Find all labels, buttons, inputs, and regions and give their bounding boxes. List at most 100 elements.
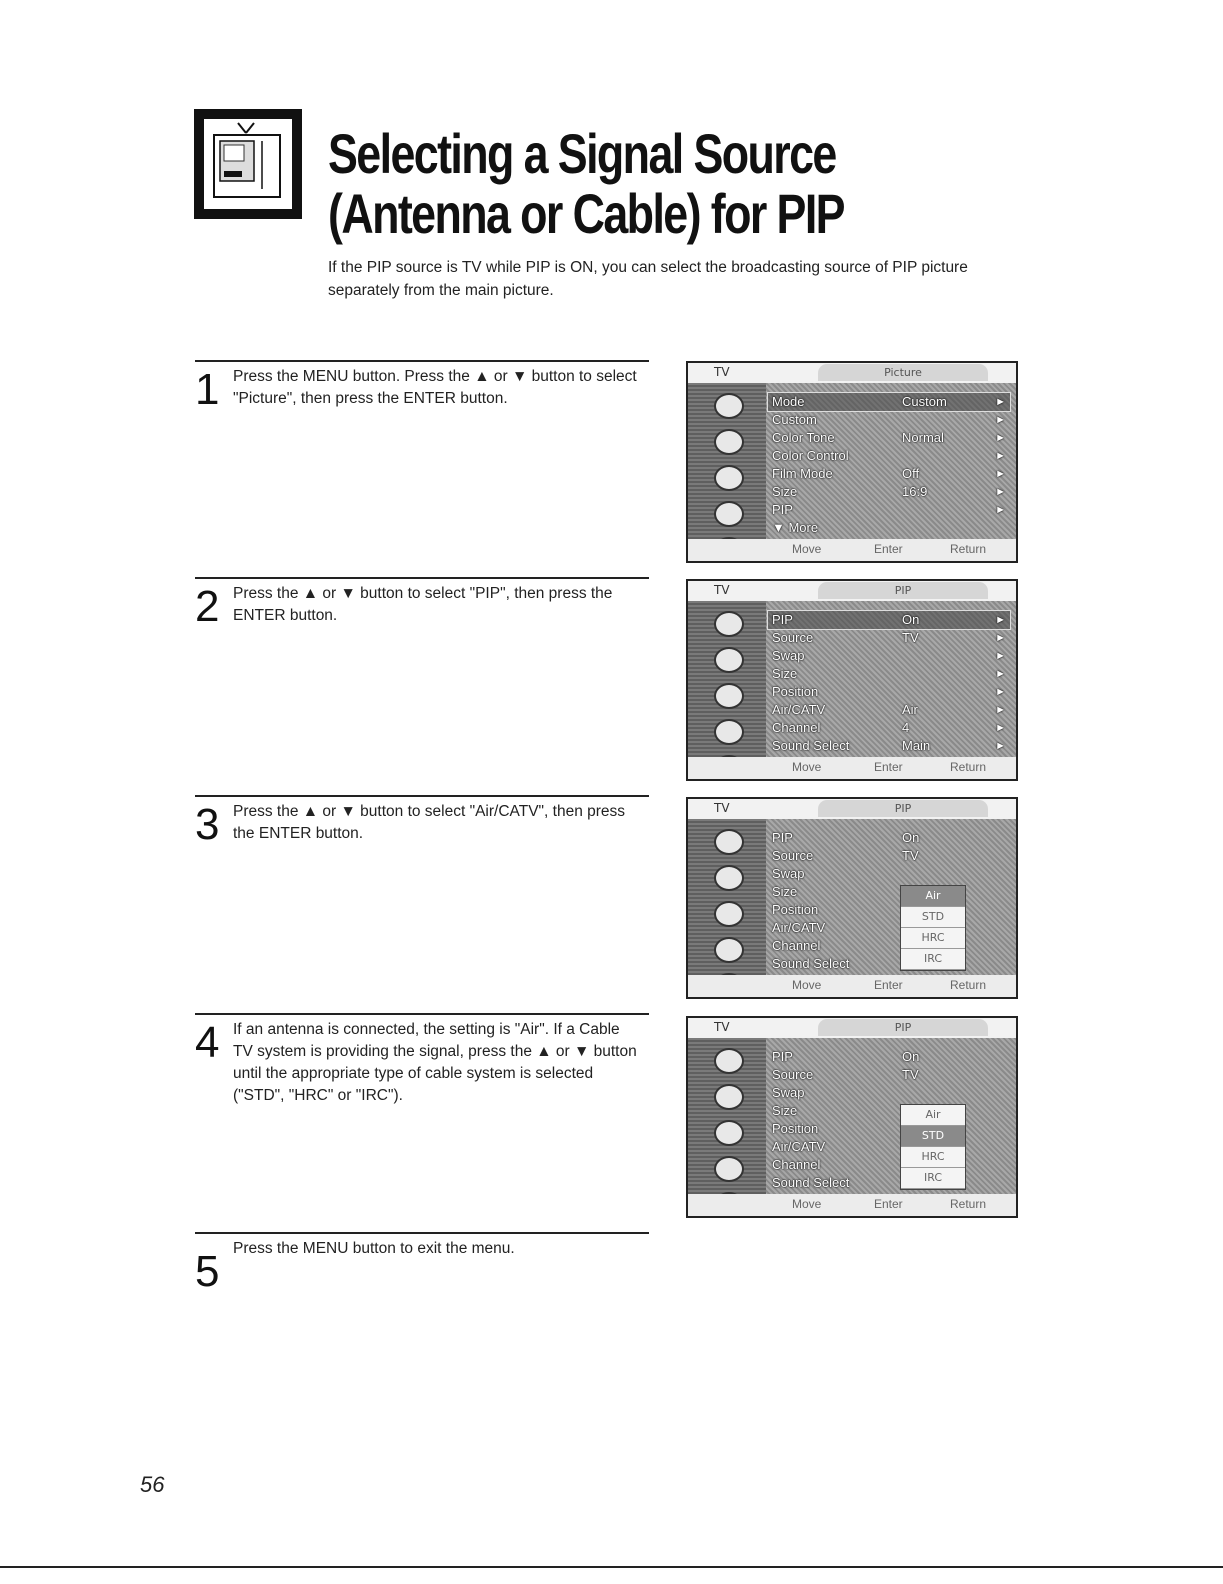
osd-item-label: Position	[772, 684, 819, 699]
step-3: 3 Press the ▲ or ▼ button to select "Air…	[195, 795, 649, 977]
osd-menu-item[interactable]: Sound Select	[768, 955, 1010, 973]
osd-item-value: TV	[902, 1067, 919, 1082]
osd-enter-hint: Enter	[874, 760, 903, 774]
tv-icon-drawing	[213, 122, 281, 198]
sound-icon	[714, 465, 744, 491]
osd-menu-item[interactable]: Custom►	[768, 411, 1010, 429]
osd-side-menu	[688, 1038, 766, 1216]
osd-header: TV PIP	[688, 581, 1016, 601]
osd-menu-item[interactable]: Air/CATV Air ►	[768, 701, 1010, 719]
osd-item-label: Sound Select	[772, 1175, 850, 1190]
osd-side-menu	[688, 601, 766, 779]
dropdown-option[interactable]: STD	[901, 907, 965, 928]
osd-menu-item[interactable]: PIP►	[768, 501, 1010, 519]
osd-item-value: On	[902, 612, 920, 627]
osd-item-label: Swap	[772, 1085, 805, 1100]
step-number: 5	[195, 1247, 220, 1296]
osd-tv-label: TV	[714, 1020, 730, 1034]
osd-menu-item[interactable]: Color Control►	[768, 447, 1010, 465]
dropdown-option[interactable]: Air	[901, 1105, 965, 1126]
osd-item-label: Color Control	[772, 448, 849, 463]
osd-menu-item[interactable]: Sound Select	[768, 1174, 1010, 1192]
arrow-right-icon: ►	[995, 650, 1006, 662]
channel-icon	[714, 719, 744, 745]
osd-item-label: Sound Select	[772, 738, 850, 753]
dropdown-option[interactable]: STD	[901, 1126, 965, 1147]
osd-item-label: Channel	[772, 720, 821, 735]
arrow-right-icon: ►	[995, 686, 1006, 698]
osd-menu-item[interactable]: Channel	[768, 1156, 1010, 1174]
step-1: 1 Press the MENU button. Press the ▲ or …	[195, 360, 649, 542]
osd-return-hint: Return	[950, 978, 987, 992]
osd-menu-item[interactable]: Size	[768, 883, 1010, 901]
osd-footer: Move Enter Return	[688, 1194, 1016, 1216]
osd-item-label: Source	[772, 630, 814, 645]
tv-pip-icon	[194, 109, 302, 219]
osd-menu-item[interactable]: Position	[768, 901, 1010, 919]
step-4: 4 If an antenna is connected, the settin…	[195, 1013, 649, 1195]
picture-icon	[714, 429, 744, 455]
step-text: Press the MENU button to exit the menu.	[233, 1240, 515, 1257]
arrow-right-icon: ►	[995, 414, 1006, 426]
osd-menu-item[interactable]: Air/CATV	[768, 1138, 1010, 1156]
osd-item-value: TV	[902, 848, 919, 863]
osd-menu-item[interactable]: Channel	[768, 937, 1010, 955]
dropdown-option[interactable]: IRC	[901, 949, 965, 970]
input-icon	[714, 611, 744, 637]
step-number: 1	[195, 365, 220, 414]
osd-menu-item[interactable]: Swap	[768, 1084, 1010, 1102]
osd-side-menu	[688, 383, 766, 561]
step-text: Press the ▲ or ▼ button to select "PIP",…	[233, 585, 613, 624]
osd-item-value: Air	[902, 702, 918, 717]
osd-item-label: Air/CATV	[772, 702, 826, 717]
picture-icon	[714, 647, 744, 673]
osd-menu-item[interactable]: Air/CATV	[768, 919, 1010, 937]
osd-menu-item[interactable]: Size	[768, 1102, 1010, 1120]
osd-move-hint: Move	[792, 542, 822, 556]
osd-footer: Move Enter Return	[688, 757, 1016, 779]
dropdown-option[interactable]: HRC	[901, 1147, 965, 1168]
osd-menu-item[interactable]: Swap►	[768, 647, 1010, 665]
osd-menu-item[interactable]: ▼ More	[768, 519, 1010, 537]
dropdown-option[interactable]: HRC	[901, 928, 965, 949]
dropdown-option[interactable]: Air	[901, 886, 965, 907]
osd-tv-label: TV	[714, 801, 730, 815]
osd-return-hint: Return	[950, 760, 987, 774]
step-5: 5 Press the MENU button to exit the menu…	[195, 1232, 649, 1414]
arrow-right-icon: ►	[995, 704, 1006, 716]
osd-menu-item[interactable]: Size►	[768, 665, 1010, 683]
step-text: If an antenna is connected, the setting …	[233, 1021, 637, 1104]
bottom-divider	[0, 1566, 1223, 1568]
osd-enter-hint: Enter	[874, 1197, 903, 1211]
input-icon	[714, 393, 744, 419]
osd-move-hint: Move	[792, 1197, 822, 1211]
osd-menu-item[interactable]: Swap	[768, 865, 1010, 883]
arrow-right-icon: ►	[995, 486, 1006, 498]
step-number: 2	[195, 582, 220, 631]
osd-menu-item[interactable]: Position	[768, 1120, 1010, 1138]
osd-footer: Move Enter Return	[688, 539, 1016, 561]
channel-icon	[714, 501, 744, 527]
arrow-right-icon: ►	[995, 722, 1006, 734]
osd-menu-item[interactable]: Position ►	[768, 683, 1010, 701]
dropdown-option[interactable]: IRC	[901, 1168, 965, 1189]
